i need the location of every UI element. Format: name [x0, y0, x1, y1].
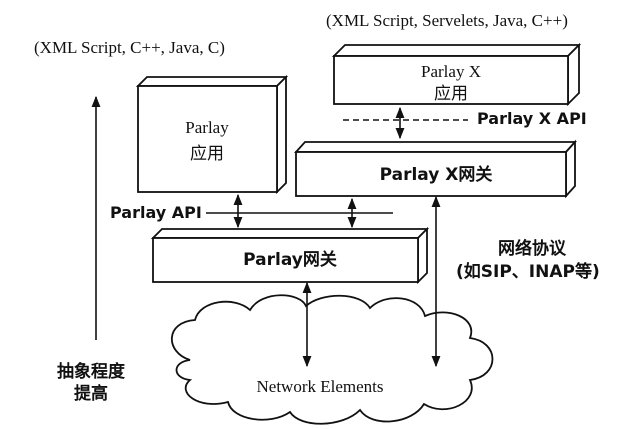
parlay-app-box: Parlay 应用: [135, 74, 289, 195]
parlay-api-label: Parlay API: [110, 203, 202, 222]
network-protocols-line2: (如SIP、INAP等): [456, 261, 600, 282]
parlayx-gateway-label: Parlay X网关: [380, 164, 493, 185]
parlayx-app-line1: Parlay X: [421, 62, 481, 81]
languages-left-label: (XML Script, C++, Java, C): [34, 38, 225, 57]
parlay-gateway-label: Parlay网关: [243, 249, 337, 270]
parlay-gateway-box: Parlay网关: [150, 226, 430, 285]
parlay-app-line2: 应用: [190, 144, 224, 163]
parlay-app-line1: Parlay: [185, 118, 229, 137]
languages-right-label: (XML Script, Servelets, Java, C++): [326, 11, 568, 30]
parlayx-api-label: Parlay X API: [477, 109, 587, 128]
network-protocols-line1: 网络协议: [498, 238, 567, 259]
network-elements-label: Network Elements: [257, 377, 384, 396]
parlayx-app-line2: 应用: [434, 84, 468, 103]
abstraction-label-line2: 提高: [74, 383, 108, 404]
network-elements-cloud: [170, 294, 494, 425]
abstraction-label-line1: 抽象程度: [57, 361, 126, 382]
parlayx-gateway-box: Parlay X网关: [293, 139, 578, 199]
parlayx-app-box: Parlay X 应用: [331, 42, 582, 107]
